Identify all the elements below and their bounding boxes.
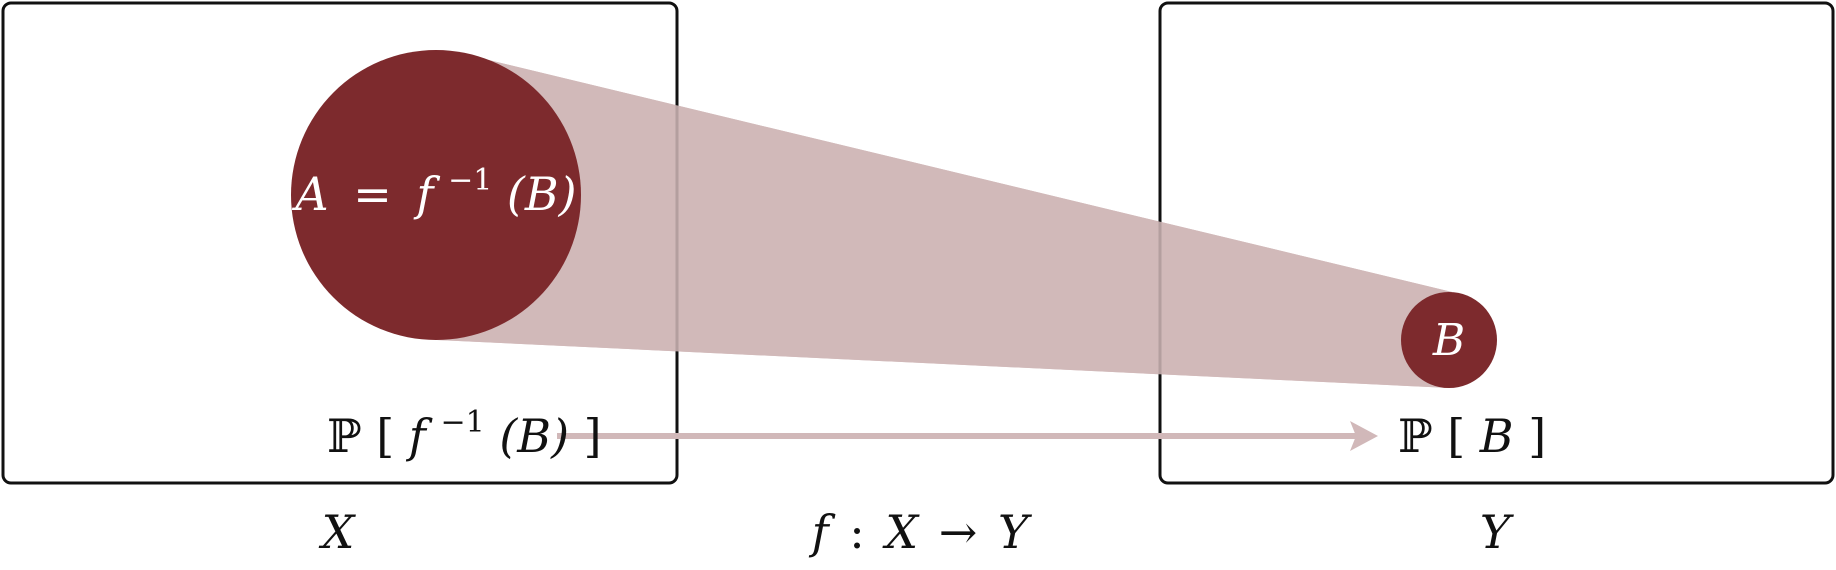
pushforward-cone-overlay [437,56,1452,388]
pushforward-probability: ℙ [ B ] [1398,409,1546,463]
set-b-label: B [1432,315,1465,366]
probability-arrow-head [1350,421,1378,451]
set-b [1401,292,1497,388]
codomain-caption: Y [1480,505,1515,559]
map-caption: f : X → Y [809,505,1033,559]
preimage-set-a [291,50,581,340]
preimage-label: A = f −1 (B) [291,147,576,221]
preimage-probability: ℙ [ f −1 (B) ] [327,389,602,463]
domain-caption: X [319,505,357,559]
